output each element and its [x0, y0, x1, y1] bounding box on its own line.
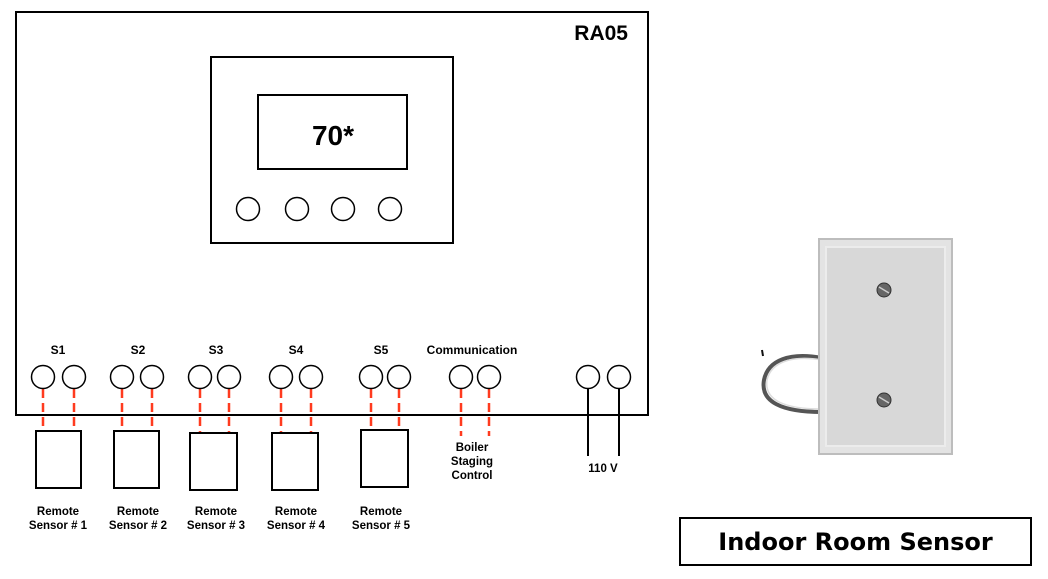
terminal-screw[interactable] — [139, 364, 165, 390]
device-label: Sensor # 5 — [352, 520, 411, 532]
terminal-screw[interactable] — [30, 364, 56, 390]
device-label: Remote — [195, 506, 237, 518]
device-label: Sensor # 3 — [187, 520, 245, 532]
terminal-screw[interactable] — [216, 364, 242, 390]
terminal-group-power: 110 V — [575, 364, 632, 475]
terminal-screw[interactable] — [448, 364, 474, 390]
terminal-screw[interactable] — [606, 364, 632, 390]
remote-sensor-box — [189, 432, 238, 491]
terminal-label: S2 — [131, 343, 146, 357]
display-button-4[interactable] — [377, 196, 403, 222]
terminal-screw[interactable] — [476, 364, 502, 390]
device-label: Boiler — [456, 442, 489, 454]
terminal-screw[interactable] — [298, 364, 324, 390]
device-label: Sensor # 2 — [109, 520, 167, 532]
display-screen — [257, 94, 408, 170]
terminal-label: S3 — [209, 343, 224, 357]
terminal-screw[interactable] — [109, 364, 135, 390]
device-label: Remote — [360, 506, 402, 518]
display-readout: 70* — [312, 120, 354, 151]
controller-model-label: RA05 — [574, 22, 628, 45]
device-label: Remote — [37, 506, 79, 518]
terminal-screw[interactable] — [61, 364, 87, 390]
device-label: Sensor # 4 — [267, 520, 326, 532]
remote-sensor-box — [35, 430, 82, 489]
remote-sensor-box — [113, 430, 160, 489]
terminal-screw[interactable] — [386, 364, 412, 390]
terminal-screw[interactable] — [187, 364, 213, 390]
device-label: Staging — [451, 456, 493, 468]
display-button-1[interactable] — [235, 196, 261, 222]
terminal-label: Communication — [427, 343, 518, 357]
display-button-3[interactable] — [330, 196, 356, 222]
device-label: Remote — [117, 506, 159, 518]
sensor-caption: Indoor Room Sensor — [679, 517, 1032, 566]
remote-sensor-box — [271, 432, 319, 491]
device-label: Control — [452, 470, 493, 482]
terminal-screw[interactable] — [268, 364, 294, 390]
terminal-label: S5 — [374, 343, 389, 357]
terminal-screw[interactable] — [358, 364, 384, 390]
terminal-label: S1 — [51, 343, 66, 357]
indoor-room-sensor-image — [761, 238, 953, 455]
device-label: 110 V — [588, 463, 618, 475]
display-button-2[interactable] — [284, 196, 310, 222]
remote-sensor-box — [360, 429, 409, 488]
sensor-cable — [761, 354, 823, 414]
device-label: Sensor # 1 — [29, 520, 88, 532]
terminal-label: S4 — [289, 343, 304, 357]
device-label: Remote — [275, 506, 317, 518]
terminal-screw[interactable] — [575, 364, 601, 390]
